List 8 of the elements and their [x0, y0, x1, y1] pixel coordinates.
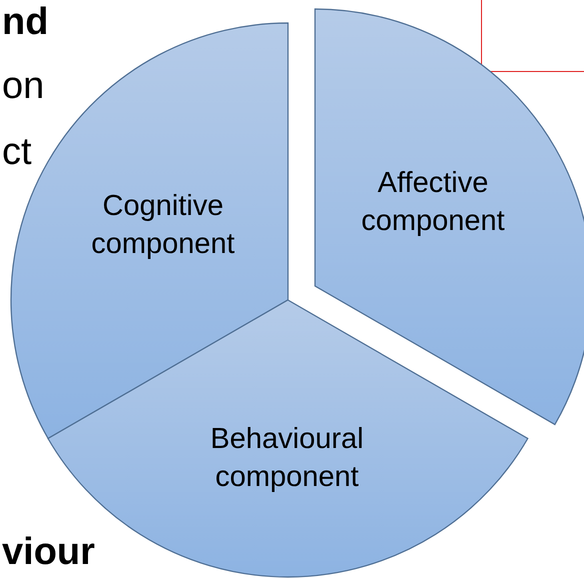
slice-label: Behavioural component [209, 422, 365, 495]
pie-slice [313, 7, 584, 426]
slide-text: nd [2, 0, 48, 45]
slide-text: viour [2, 530, 95, 575]
slide-text: on [2, 64, 44, 109]
slide-text: ct [2, 130, 32, 175]
slice-label: Cognitive component [90, 189, 236, 262]
slice-label: Affective component [360, 166, 506, 239]
